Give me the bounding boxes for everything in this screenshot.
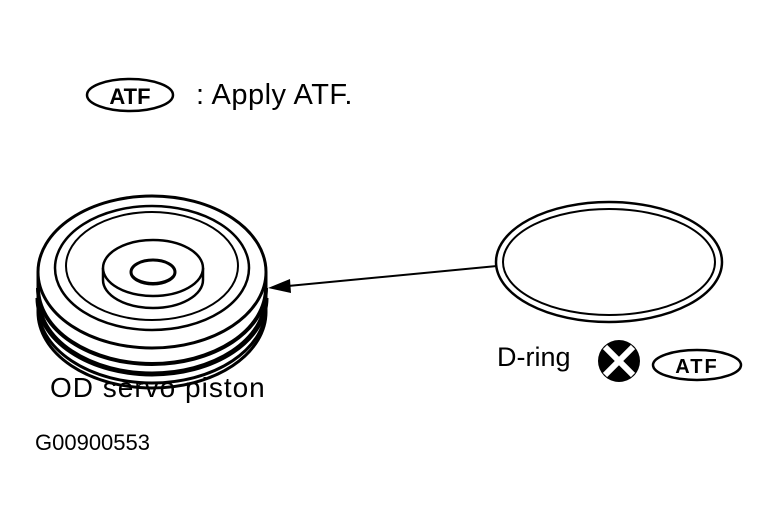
od-servo-piston-label: OD servo piston [50, 372, 266, 403]
d-ring-atf-badge: ATF [651, 348, 743, 382]
legend-atf-badge-text: ATF [109, 84, 150, 109]
d-ring-drawing [494, 200, 724, 324]
figure-id: G00900553 [35, 430, 150, 455]
d-ring-label: D-ring [497, 342, 571, 372]
x-circle-icon [598, 340, 640, 382]
d-ring-atf-badge-text: ATF [675, 356, 718, 378]
od-servo-piston-drawing [35, 194, 269, 390]
legend-atf-badge: ATF [85, 77, 175, 113]
assembly-arrow [268, 265, 498, 293]
legend-text: : Apply ATF. [196, 79, 353, 111]
